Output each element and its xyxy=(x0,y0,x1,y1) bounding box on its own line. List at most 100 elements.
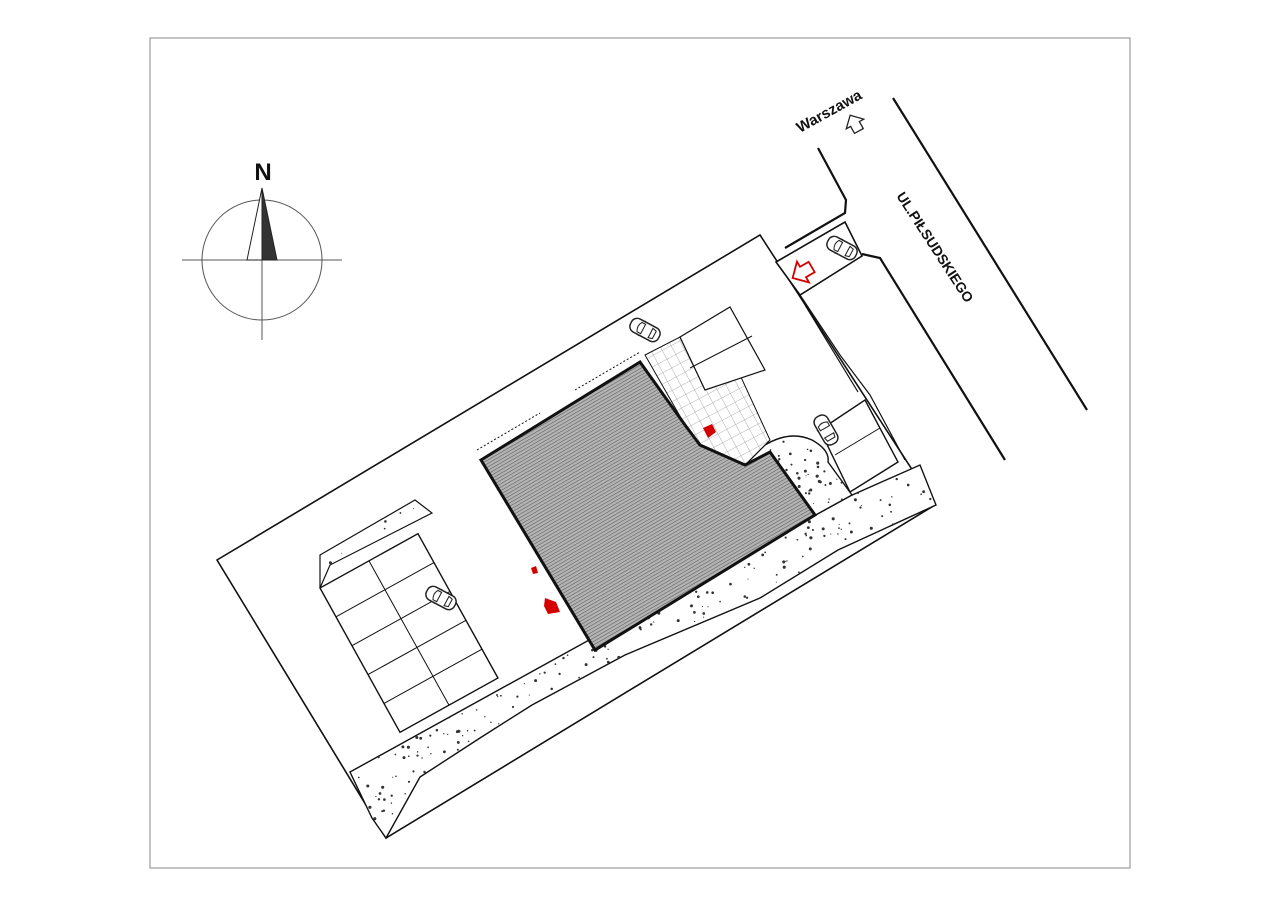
gravel-dot xyxy=(741,747,744,750)
gravel-dot xyxy=(584,790,586,792)
gravel-dot xyxy=(840,528,842,530)
gravel-dot xyxy=(455,730,459,734)
gravel-dot xyxy=(909,460,911,462)
gravel-dot xyxy=(844,823,846,826)
gravel-dot xyxy=(366,784,370,788)
gravel-dot xyxy=(660,816,662,818)
gravel-dot xyxy=(648,804,653,808)
gravel-dot xyxy=(573,795,577,799)
gravel-dot xyxy=(801,747,805,750)
gravel-dot xyxy=(841,498,843,501)
gravel-dot xyxy=(765,758,767,760)
gravel-dot xyxy=(790,463,793,466)
gravel-dot xyxy=(703,735,707,739)
gravel-dot xyxy=(534,679,538,683)
gravel-dot xyxy=(825,672,829,676)
gravel-dot xyxy=(680,722,683,726)
gravel-dot xyxy=(727,818,729,820)
gravel-dot xyxy=(466,729,469,732)
gravel-dot xyxy=(473,729,476,732)
gravel-dot xyxy=(892,523,894,525)
gravel-dot xyxy=(881,515,884,518)
gravel-dot xyxy=(553,760,556,763)
gravel-dot xyxy=(737,825,740,829)
gravel-dot xyxy=(865,666,869,670)
gravel-dot xyxy=(719,600,721,603)
gravel-dot xyxy=(550,753,553,756)
gravel-dot xyxy=(749,705,753,708)
gravel-dot xyxy=(898,739,903,743)
gravel-dot xyxy=(831,517,835,521)
gravel-dot xyxy=(807,492,811,495)
garage-canopy xyxy=(679,306,766,391)
gravel-dot xyxy=(782,440,785,443)
gravel-dot xyxy=(514,820,517,823)
gravel-dot xyxy=(798,571,800,574)
gravel-dot xyxy=(759,678,763,681)
gravel-dot xyxy=(855,704,858,708)
gravel-dot xyxy=(810,794,812,797)
gravel-dot xyxy=(890,510,893,513)
gravel-dot xyxy=(823,470,826,473)
gravel-dot xyxy=(726,638,729,641)
gravel-dot xyxy=(703,616,705,618)
gravel-dot xyxy=(939,465,940,466)
gravel-dot xyxy=(660,693,664,697)
gravel-dot xyxy=(452,801,455,804)
gravel-dot xyxy=(681,671,684,674)
gravel-dot xyxy=(597,814,602,818)
gravel-dot xyxy=(617,813,620,816)
gravel-dot xyxy=(429,734,432,737)
gravel-dot xyxy=(723,709,725,711)
gravel-dot xyxy=(900,552,904,556)
gravel-dot xyxy=(906,483,910,487)
gravel-dot xyxy=(583,760,587,764)
gravel-dot xyxy=(901,541,905,545)
gravel-dot xyxy=(835,695,839,699)
gravel-dot xyxy=(912,779,916,783)
gravel-dot xyxy=(605,657,608,660)
gravel-dot xyxy=(752,686,755,688)
gravel-dot xyxy=(764,551,767,554)
gravel-dot xyxy=(808,723,810,726)
gravel-dot xyxy=(717,754,720,757)
gravel-dot xyxy=(799,767,803,771)
gravel-dot xyxy=(346,824,348,826)
gravel-dot xyxy=(624,834,626,836)
gravel-dot xyxy=(715,741,719,745)
gravel-dot xyxy=(906,652,909,655)
gravel-dot xyxy=(830,533,832,535)
gravel-dot xyxy=(806,526,810,530)
gravel-dot xyxy=(811,595,815,600)
gravel-dot xyxy=(884,680,887,683)
gravel-dot xyxy=(622,821,625,824)
gravel-dot xyxy=(407,780,411,783)
gravel-dot xyxy=(678,717,681,721)
gravel-dot xyxy=(419,736,423,740)
gravel-dot xyxy=(397,838,399,840)
gravel-dot xyxy=(460,839,463,842)
gravel-dot xyxy=(906,610,908,613)
gravel-dot xyxy=(852,605,854,608)
gravel-dot xyxy=(636,762,639,765)
gravel-dot xyxy=(783,803,786,807)
gravel-dot xyxy=(845,803,850,807)
gravel-dot xyxy=(677,840,680,843)
gravel-dot xyxy=(861,709,863,711)
gravel-dot xyxy=(813,610,816,613)
gravel-dot xyxy=(869,666,872,669)
gravel-dot xyxy=(902,768,906,771)
gravel-dot xyxy=(931,574,934,577)
gravel-dot xyxy=(660,748,664,751)
gravel-dot xyxy=(478,838,480,840)
gravel-dot xyxy=(786,660,789,663)
gravel-dot xyxy=(778,779,781,782)
gravel-dot xyxy=(375,795,377,798)
gravel-dot xyxy=(670,757,674,762)
gravel-dot xyxy=(592,656,595,659)
street-name-label: UL.PIŁSUDSKIEGO xyxy=(893,189,976,305)
gravel-dot xyxy=(594,805,597,808)
gravel-dot xyxy=(554,663,557,665)
gravel-dot xyxy=(680,727,684,731)
gravel-dot xyxy=(894,708,898,712)
